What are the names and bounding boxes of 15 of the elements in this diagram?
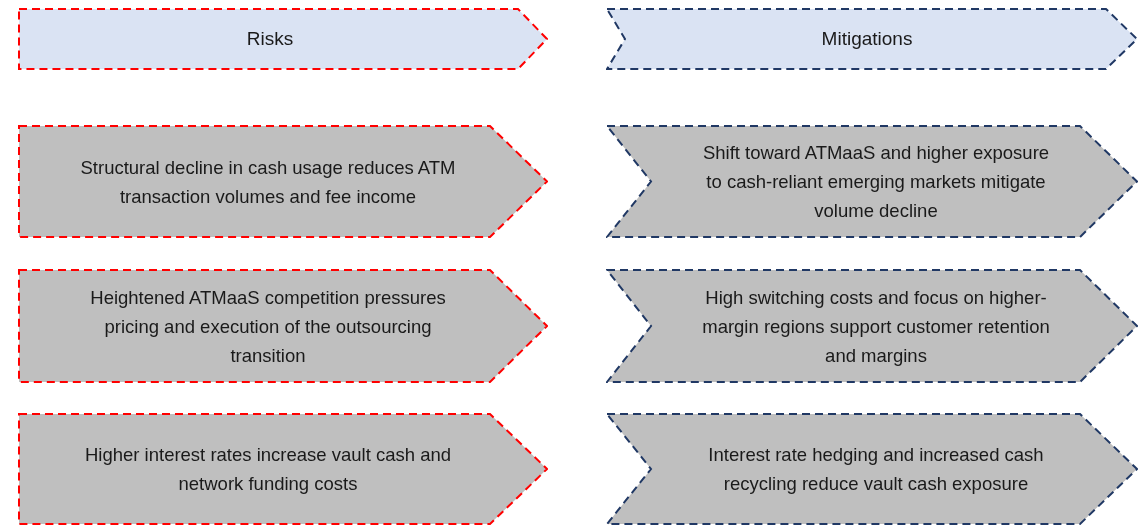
arrow-text: High switching costs and focus on higher-margin regions support customer retention and margins (701, 285, 1051, 368)
risk-panel (18, 125, 548, 238)
arrow-text: Interest rate hedging and increased cash recycling reduce vault cash exposure (707, 443, 1045, 496)
mitigation-panel (606, 125, 1138, 238)
risk-panel (18, 413, 548, 525)
arrow-text: Structural decline in cash usage reduces ATM transaction volumes and fee income (79, 155, 457, 209)
mitigation-panel (606, 269, 1138, 383)
risk-panel (18, 269, 548, 383)
mitigation-panel (606, 413, 1138, 525)
header-chevron (606, 8, 1138, 70)
column-heading: Risks (246, 26, 294, 51)
arrow-text: Higher interest rates increase vault cash and network funding costs (83, 443, 453, 496)
arrow-text: Shift toward ATMaaS and higher exposure to cash-reliant emerging markets mitigate volume decline (701, 141, 1051, 223)
column-heading: Mitigations (821, 26, 913, 51)
arrow-text: Heightened ATMaaS competition pressures pricing and execution of the outsourcing transition (89, 285, 447, 368)
